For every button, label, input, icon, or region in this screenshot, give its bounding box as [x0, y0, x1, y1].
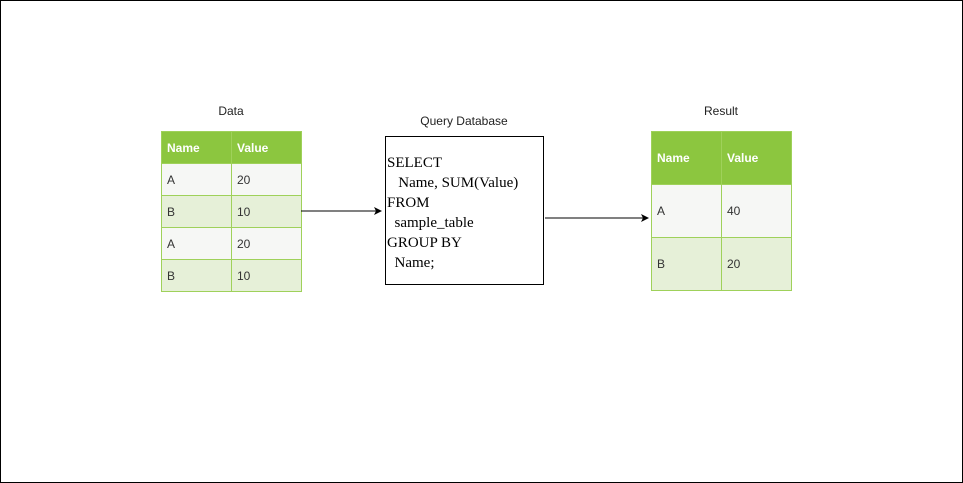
result-cell-value: 40 — [721, 184, 792, 238]
table-row: B 10 — [161, 259, 302, 292]
data-table: Name Value A 20 B 10 A 20 B 10 — [161, 131, 302, 292]
query-line: sample_table — [387, 215, 474, 231]
query-caption: Query Database — [420, 114, 508, 128]
data-cell-value: 20 — [231, 163, 302, 196]
data-cell-value: 10 — [231, 259, 302, 292]
result-cell-value: 20 — [721, 237, 792, 291]
data-caption: Data — [218, 104, 244, 118]
table-row: A 40 — [651, 184, 792, 238]
result-table: Name Value A 40 B 20 — [651, 131, 792, 291]
data-cell-name: B — [161, 195, 232, 228]
query-line: Name, SUM(Value) — [387, 175, 519, 191]
table-row: A 20 — [161, 227, 302, 260]
result-header-value: Value — [721, 131, 792, 185]
query-box: SELECT Name, SUM(Value) FROM sample_tabl… — [385, 136, 544, 285]
data-cell-name: A — [161, 163, 232, 196]
data-cell-name: B — [161, 259, 232, 292]
table-row: A 20 — [161, 163, 302, 196]
result-cell-name: B — [651, 237, 722, 291]
data-header-value: Value — [231, 131, 302, 164]
query-line: FROM — [387, 195, 430, 211]
query-line: Name; — [387, 255, 435, 271]
table-row: B 10 — [161, 195, 302, 228]
query-line: GROUP BY — [387, 235, 462, 251]
result-cell-name: A — [651, 184, 722, 238]
data-cell-value: 20 — [231, 227, 302, 260]
data-header-name: Name — [161, 131, 232, 164]
query-line: SELECT — [387, 155, 442, 171]
result-header-name: Name — [651, 131, 722, 185]
data-cell-name: A — [161, 227, 232, 260]
data-cell-value: 10 — [231, 195, 302, 228]
result-caption: Result — [703, 104, 738, 118]
table-row: B 20 — [651, 237, 792, 291]
